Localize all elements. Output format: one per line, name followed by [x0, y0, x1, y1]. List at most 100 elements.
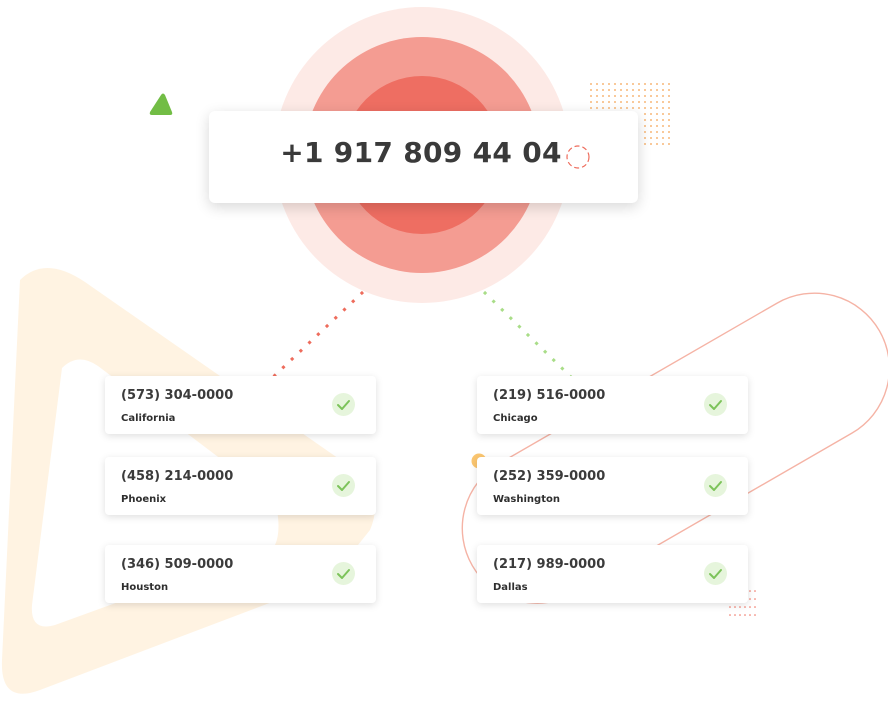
grid-dot: [749, 590, 751, 592]
check-icon: [704, 393, 727, 416]
grid-dot: [638, 95, 640, 97]
grid-dot: [644, 131, 646, 133]
grid-dot: [662, 131, 664, 133]
card-phone-number: (219) 516-0000: [493, 388, 606, 403]
dot-grid-bottom: [729, 590, 756, 616]
grid-dot: [614, 89, 616, 91]
dot-grid-top: [590, 83, 670, 145]
grid-dot: [668, 143, 670, 145]
grid-dot: [626, 101, 628, 103]
card-city-label: Houston: [121, 582, 169, 593]
grid-dot: [668, 119, 670, 121]
grid-dot: [754, 606, 756, 608]
card-phone-number: (217) 989-0000: [493, 557, 606, 572]
grid-dot: [590, 101, 592, 103]
check-icon: [332, 562, 355, 585]
grid-dot: [656, 83, 658, 85]
loading-spinner-icon: [566, 145, 590, 169]
grid-dot: [638, 83, 640, 85]
grid-dot: [650, 119, 652, 121]
card-city-label: Washington: [493, 494, 560, 505]
grid-dot: [662, 119, 664, 121]
grid-dot: [656, 143, 658, 145]
grid-dot: [656, 113, 658, 115]
grid-dot: [620, 83, 622, 85]
grid-dot: [739, 614, 741, 616]
grid-dot: [662, 95, 664, 97]
grid-dot: [596, 83, 598, 85]
grid-dot: [656, 107, 658, 109]
grid-dot: [644, 101, 646, 103]
grid-dot: [596, 107, 598, 109]
grid-dot: [668, 137, 670, 139]
grid-dot: [644, 113, 646, 115]
grid-dot: [644, 107, 646, 109]
grid-dot: [614, 107, 616, 109]
check-icon: [704, 474, 727, 497]
grid-dot: [644, 137, 646, 139]
grid-dot: [656, 95, 658, 97]
grid-dot: [620, 95, 622, 97]
grid-dot: [656, 125, 658, 127]
grid-dot: [644, 125, 646, 127]
number-card-chicago[interactable]: (219) 516-0000 Chicago: [477, 376, 748, 434]
check-icon: [332, 474, 355, 497]
grid-dot: [729, 614, 731, 616]
grid-dot: [662, 125, 664, 127]
grid-dot: [608, 83, 610, 85]
grid-dot: [614, 95, 616, 97]
number-card-washington[interactable]: (252) 359-0000 Washington: [477, 457, 748, 515]
grid-dot: [749, 598, 751, 600]
grid-dot: [668, 131, 670, 133]
grid-dot: [632, 95, 634, 97]
grid-dot: [650, 137, 652, 139]
grid-dot: [638, 107, 640, 109]
grid-dot: [668, 107, 670, 109]
grid-dot: [626, 107, 628, 109]
grid-dot: [656, 89, 658, 91]
grid-dot: [749, 606, 751, 608]
grid-dot: [744, 614, 746, 616]
grid-dot: [626, 89, 628, 91]
grid-dot: [590, 95, 592, 97]
grid-dot: [608, 107, 610, 109]
grid-dot: [754, 590, 756, 592]
grid-dot: [650, 101, 652, 103]
grid-dot: [668, 125, 670, 127]
grid-dot: [644, 83, 646, 85]
grid-dot: [602, 95, 604, 97]
number-card-california[interactable]: (573) 304-0000 California: [105, 376, 376, 434]
grid-dot: [668, 89, 670, 91]
card-phone-number: (252) 359-0000: [493, 469, 606, 484]
grid-dot: [650, 143, 652, 145]
card-phone-number: (573) 304-0000: [121, 388, 234, 403]
grid-dot: [650, 89, 652, 91]
grid-dot: [754, 598, 756, 600]
main-number-card: +1 917 809 44 04: [209, 111, 638, 203]
grid-dot: [644, 95, 646, 97]
grid-dot: [656, 137, 658, 139]
grid-dot: [650, 125, 652, 127]
card-city-label: Dallas: [493, 582, 528, 593]
grid-dot: [668, 113, 670, 115]
grid-dot: [614, 101, 616, 103]
grid-dot: [650, 113, 652, 115]
grid-dot: [608, 101, 610, 103]
number-card-phoenix[interactable]: (458) 214-0000 Phoenix: [105, 457, 376, 515]
grid-dot: [656, 101, 658, 103]
grid-dot: [644, 119, 646, 121]
check-icon: [332, 393, 355, 416]
grid-dot: [668, 101, 670, 103]
grid-dot: [662, 83, 664, 85]
grid-dot: [632, 83, 634, 85]
number-card-dallas[interactable]: (217) 989-0000 Dallas: [477, 545, 748, 603]
grid-dot: [650, 95, 652, 97]
grid-dot: [614, 83, 616, 85]
grid-dot: [662, 107, 664, 109]
number-card-houston[interactable]: (346) 509-0000 Houston: [105, 545, 376, 603]
grid-dot: [734, 614, 736, 616]
grid-dot: [632, 101, 634, 103]
grid-dot: [662, 143, 664, 145]
grid-dot: [596, 101, 598, 103]
grid-dot: [656, 131, 658, 133]
